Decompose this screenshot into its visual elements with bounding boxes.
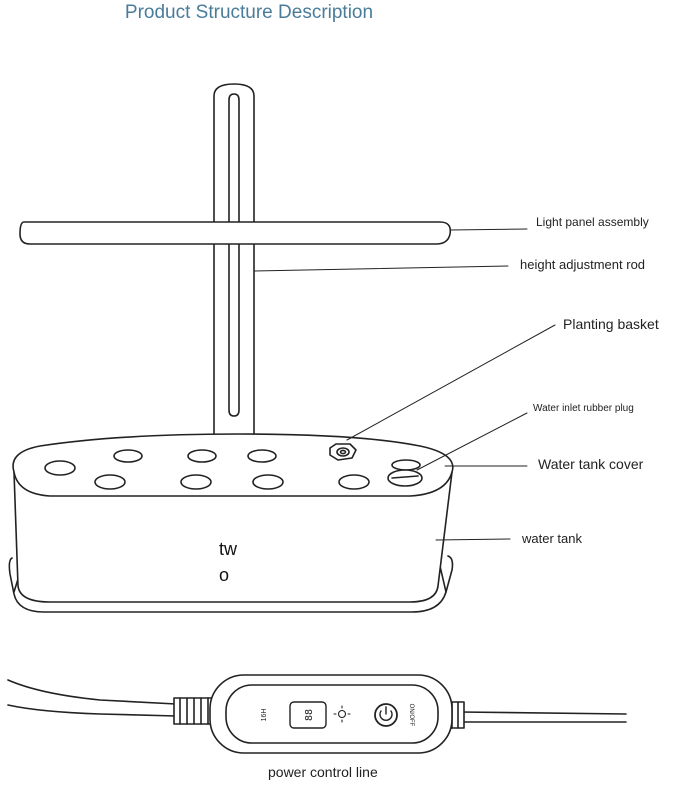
light-panel-assembly xyxy=(19,221,452,245)
planting-basket-knob xyxy=(329,443,357,461)
power-control-caption: power control line xyxy=(268,764,378,780)
label-planting-basket: Planting basket xyxy=(563,316,659,332)
water-inlet-rubber-plug xyxy=(387,469,423,487)
tank-overlay-line2: o xyxy=(219,565,230,585)
power-cable xyxy=(7,679,627,723)
water-tank-cover xyxy=(12,433,454,497)
label-height-rod: height adjustment rod xyxy=(520,257,646,272)
planting-basket-holes xyxy=(44,449,421,490)
tank-overlay-line1: tw xyxy=(219,539,237,559)
power-button xyxy=(374,703,398,727)
label-water-tank: water tank xyxy=(522,531,582,546)
tank-overlay-text: tw o xyxy=(219,536,245,588)
brightness-icon xyxy=(333,705,351,723)
controller-body xyxy=(209,674,453,754)
controller-display xyxy=(289,701,327,729)
label-light-panel: Light panel assembly xyxy=(536,215,649,229)
display-digits: 88 xyxy=(304,709,315,721)
height-adjustment-rod xyxy=(213,83,255,445)
label-water-inlet-plug: Water inlet rubber plug xyxy=(533,403,634,414)
leader-lines xyxy=(253,228,556,541)
label-water-tank-cover: Water tank cover xyxy=(538,456,644,472)
mode-label: ON/OFF xyxy=(408,704,414,727)
timer-label: 16H xyxy=(261,709,268,722)
diagram-title: Product Structure Description xyxy=(124,2,374,23)
